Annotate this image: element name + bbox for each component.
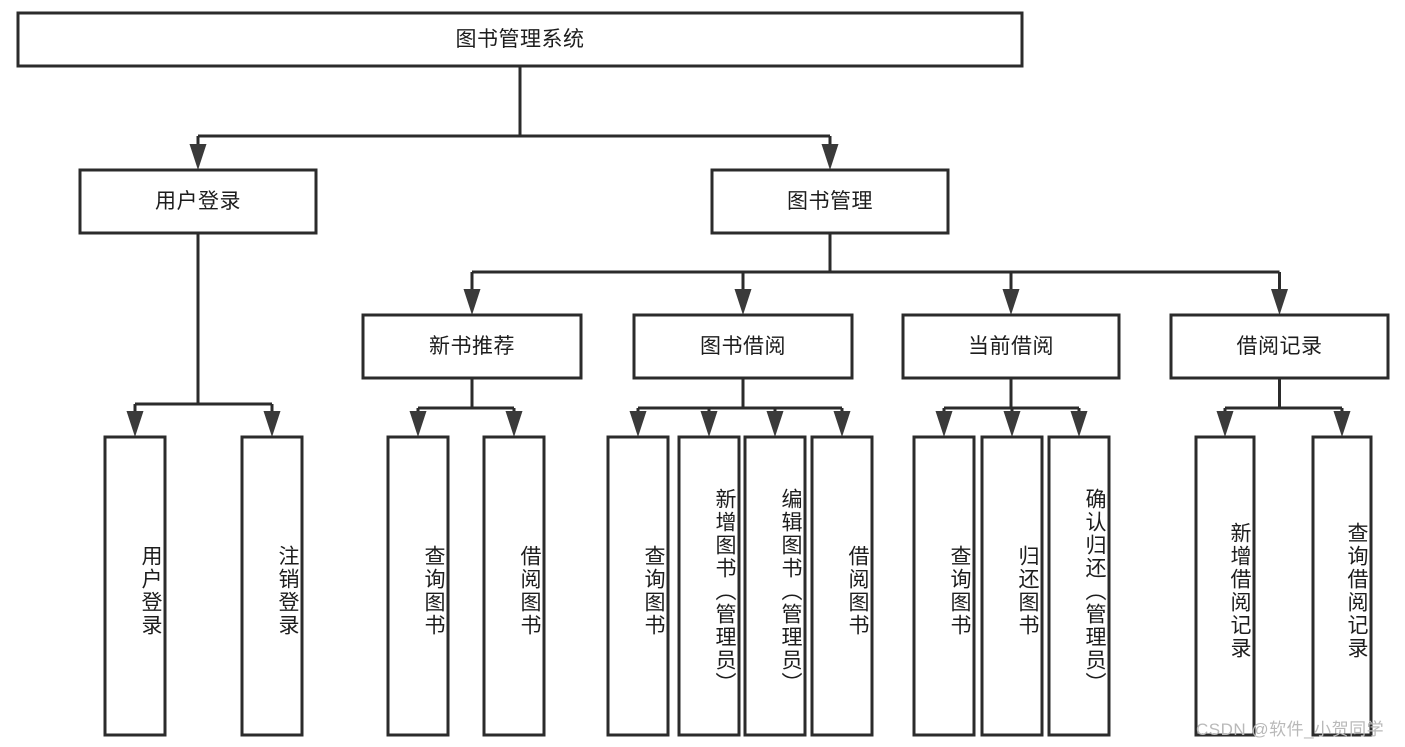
node-box-leaf-edit-book[interactable] (743, 435, 807, 737)
node-box-user-login[interactable] (78, 168, 318, 235)
arrow-head-current-borrow (1002, 289, 1020, 315)
node-box-new-book-recommend[interactable] (361, 313, 583, 380)
arrow-head-leaf-query-book-2 (629, 411, 647, 437)
arrow-head-leaf-add-book (700, 411, 718, 437)
node-box-leaf-borrow-book-2[interactable] (810, 435, 874, 737)
node-box-borrow-record[interactable] (1169, 313, 1390, 380)
arrow-head-book-borrow (734, 289, 752, 315)
node-box-book-manage[interactable] (710, 168, 950, 235)
arrow-head-leaf-logout (263, 411, 281, 437)
edge-layer (126, 66, 1351, 437)
arrow-head-leaf-return-book (1003, 411, 1021, 437)
node-box-leaf-add-record[interactable] (1194, 435, 1256, 737)
arrow-head-leaf-query-record (1333, 411, 1351, 437)
arrow-head-leaf-edit-book (766, 411, 784, 437)
arrow-head-leaf-query-book-1 (409, 411, 427, 437)
arrow-head-borrow-record (1271, 289, 1288, 315)
node-box-leaf-borrow-book-1[interactable] (482, 435, 546, 737)
arrow-head-leaf-query-book-3 (935, 411, 953, 437)
node-box-leaf-query-book-2[interactable] (606, 435, 670, 737)
arrow-head-user-login (189, 144, 207, 170)
node-box-leaf-user-login[interactable] (103, 435, 167, 737)
node-box-root[interactable] (16, 11, 1024, 68)
node-box-current-borrow[interactable] (901, 313, 1121, 380)
csdn-watermark: CSDN @软件_小贺同学 (1196, 720, 1385, 739)
arrow-head-leaf-borrow-book-1 (505, 411, 523, 437)
arrow-head-leaf-user-login (126, 411, 144, 437)
node-box-layer (16, 11, 1390, 737)
arrow-head-leaf-confirm-return (1070, 411, 1088, 437)
arrow-head-leaf-add-record (1216, 411, 1234, 437)
arrow-head-leaf-borrow-book-2 (833, 411, 851, 437)
node-box-leaf-logout[interactable] (240, 435, 304, 737)
node-box-leaf-query-book-1[interactable] (386, 435, 450, 737)
node-box-book-borrow[interactable] (632, 313, 854, 380)
arrow-head-new-book-recommend (463, 289, 481, 315)
node-box-leaf-add-book[interactable] (677, 435, 741, 737)
node-box-leaf-return-book[interactable] (980, 435, 1044, 737)
arrow-head-book-manage (821, 144, 839, 170)
node-box-leaf-confirm-return[interactable] (1047, 435, 1111, 737)
node-box-leaf-query-record[interactable] (1311, 435, 1373, 737)
node-box-leaf-query-book-3[interactable] (912, 435, 976, 737)
